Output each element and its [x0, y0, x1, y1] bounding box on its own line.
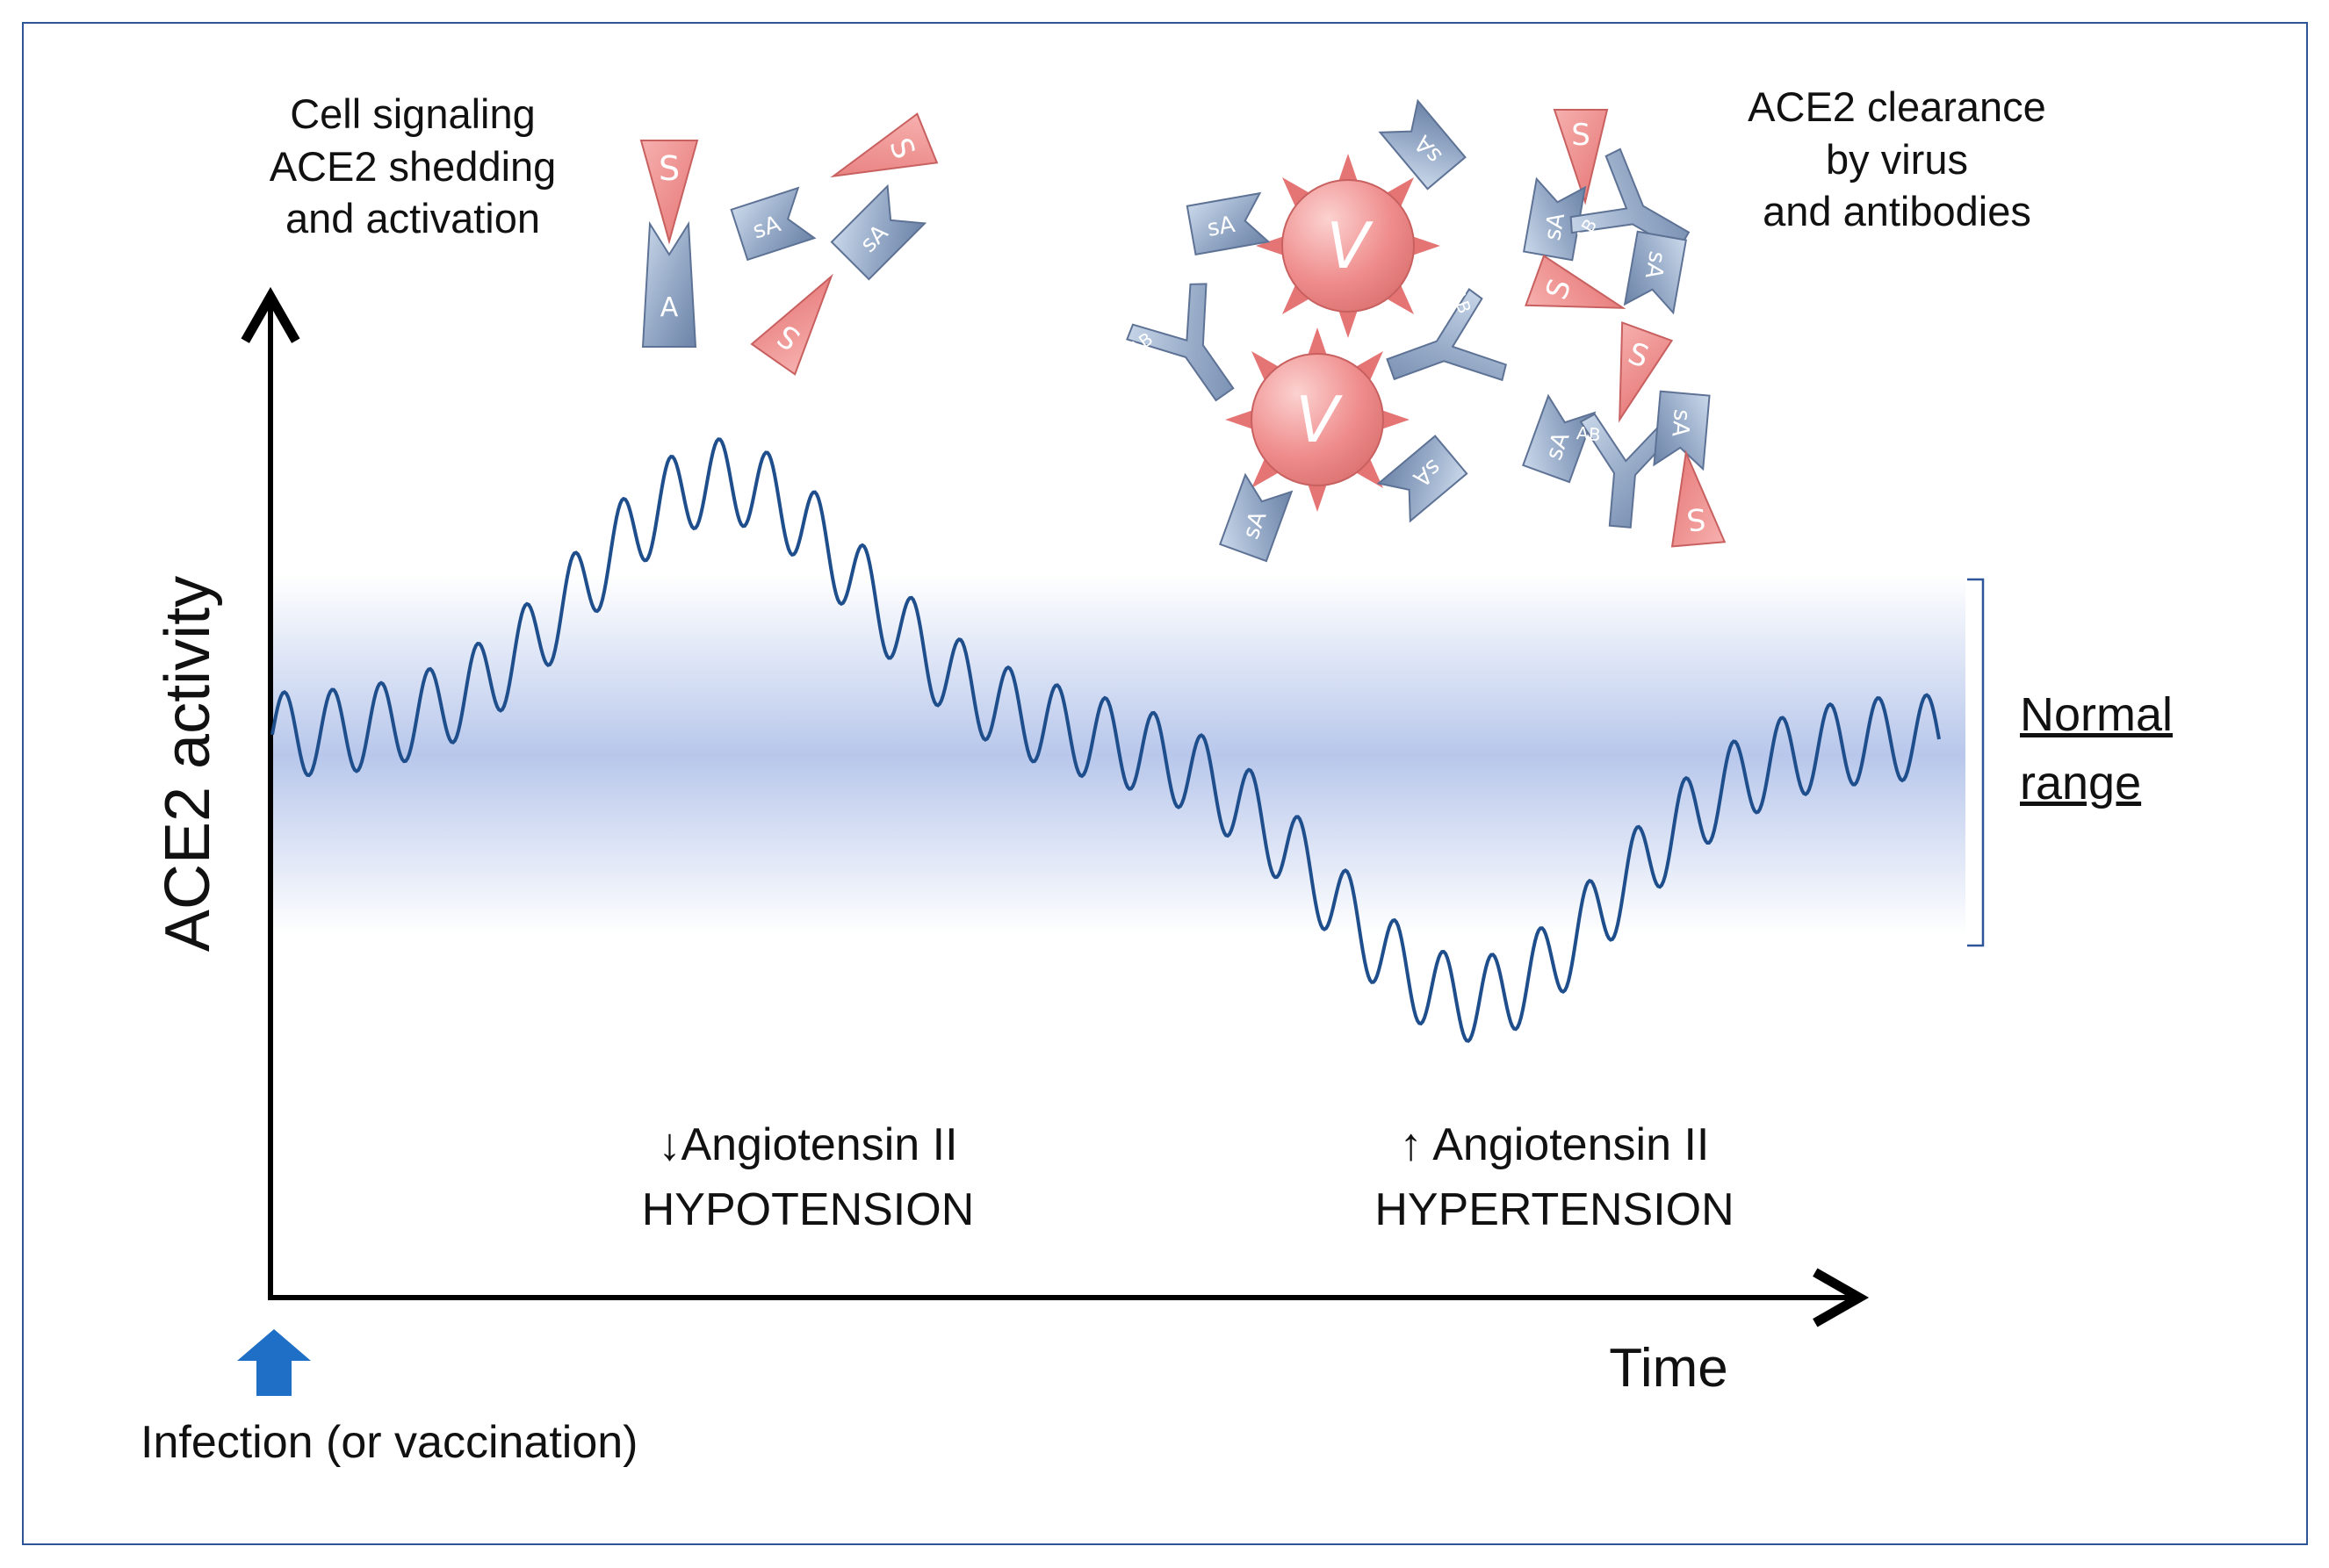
late-phase-caption: ACE2 clearance by virus and antibodies — [1704, 81, 2090, 238]
spike-protein-icon: S — [750, 273, 833, 376]
normal-range-line: Normal — [2020, 688, 2174, 741]
soluble-ace2-icon: sA — [830, 183, 927, 281]
late-caption-line: ACE2 clearance — [1748, 83, 2046, 130]
normal-range-line: range — [2020, 757, 2142, 810]
svg-text:sA: sA — [1539, 211, 1570, 242]
soluble-ace2-icon: sA — [1219, 472, 1294, 563]
soluble-ace2-icon: sA — [1186, 191, 1271, 256]
hypertension-effect: ↑ Angiotensin II HYPERTENSION — [1335, 1113, 1774, 1243]
virus-particle-icon: V — [1225, 327, 1410, 512]
svg-text:V: V — [1326, 209, 1374, 283]
soluble-ace2-icon: sA — [1522, 176, 1587, 262]
spike-protein-icon: S — [1670, 450, 1727, 548]
soluble-ace2-icon: sA — [1623, 230, 1688, 315]
svg-text:S: S — [1571, 118, 1590, 153]
ace2-activity-curve — [270, 437, 1941, 1043]
ace2-receptor-icon: A — [641, 220, 697, 348]
svg-text:S: S — [1685, 500, 1707, 537]
hypotension-label: HYPOTENSION — [641, 1183, 975, 1235]
early-caption-line: Cell signaling — [290, 90, 536, 137]
soluble-ace2-icon: sA — [1522, 393, 1597, 484]
early-phase-illustration: S A sA S sA S — [639, 112, 939, 376]
late-phase-illustration: V V sA sA sA — [1125, 98, 1727, 563]
y-axis-label: ACE2 activity — [153, 576, 223, 952]
virus-particle-icon: V — [1256, 154, 1440, 338]
soluble-ace2-icon: sA — [730, 186, 817, 262]
hypertension-label: HYPERTENSION — [1374, 1183, 1734, 1235]
ace2-label: A — [660, 292, 679, 323]
angiotensin-increase-label: ↑ Angiotensin II — [1399, 1119, 1710, 1170]
soluble-ace2-icon: sA — [1376, 435, 1468, 523]
normal-range-label: Normal range — [2020, 680, 2231, 818]
spike-protein-icon: S — [1525, 254, 1626, 309]
spike-protein-icon: S — [639, 140, 699, 245]
antibody-icon: AB — [1576, 413, 1679, 529]
svg-text:sA: sA — [1640, 249, 1670, 281]
soluble-ace2-icon: sA — [1378, 98, 1467, 191]
x-axis-label: Time — [1609, 1338, 1728, 1399]
late-caption-line: and antibodies — [1763, 188, 2031, 235]
early-caption-line: ACE2 shedding — [269, 142, 557, 190]
svg-text:V: V — [1295, 383, 1343, 457]
spike-label: S — [659, 149, 680, 188]
svg-text:AB: AB — [1576, 422, 1601, 445]
svg-text:sA: sA — [1666, 408, 1695, 438]
hypotension-effect: ↓Angiotensin II HYPOTENSION — [597, 1113, 1019, 1243]
soluble-ace2-icon: sA — [1653, 390, 1711, 471]
early-caption-line: and activation — [285, 195, 541, 242]
infection-marker-label: Infection (or vaccination) — [141, 1417, 638, 1468]
early-phase-caption: Cell signaling ACE2 shedding and activat… — [220, 88, 606, 245]
spike-protein-icon: S — [830, 112, 939, 178]
infection-start-arrow-icon — [237, 1329, 311, 1396]
spike-protein-icon: S — [1619, 321, 1674, 423]
normal-range-bracket — [1967, 578, 1985, 947]
angiotensin-decrease-label: ↓Angiotensin II — [658, 1119, 958, 1170]
svg-text:sA: sA — [1205, 212, 1237, 242]
spike-protein-icon: S — [1553, 109, 1609, 205]
late-caption-line: by virus — [1826, 135, 1968, 183]
